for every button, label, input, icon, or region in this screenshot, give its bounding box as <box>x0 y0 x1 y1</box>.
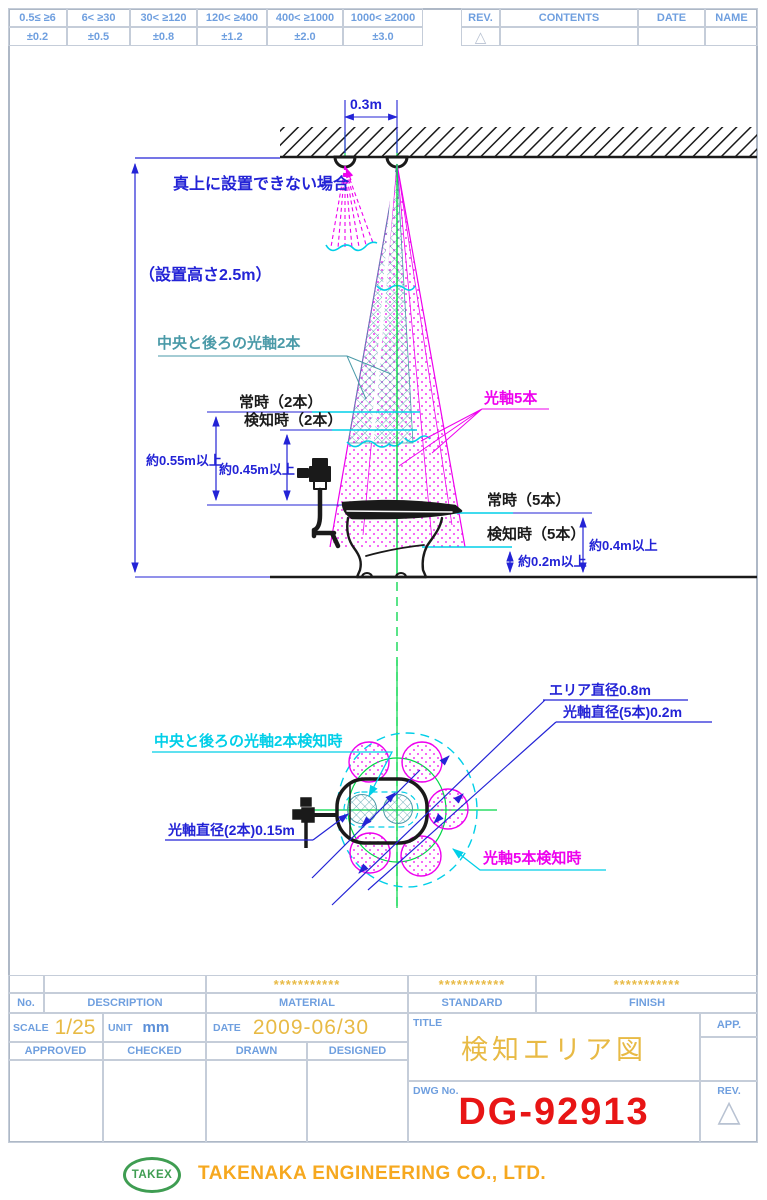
unit-value: mm <box>142 1019 170 1036</box>
dim-045-label: 約0.45m以上 <box>219 462 295 477</box>
standard-header: STANDARD <box>408 993 536 1013</box>
vertical-dimensions <box>131 162 587 574</box>
dim-055-label: 約0.55m以上 <box>146 453 222 468</box>
drawn-sign-cell <box>206 1060 307 1143</box>
center-rear-detect-label: 中央と後ろの光軸2本検知時 <box>154 733 343 750</box>
date-label: DATE <box>213 1021 241 1034</box>
description-header: DESCRIPTION <box>44 993 206 1013</box>
scale-cell: SCALE 1/25 <box>8 1013 103 1042</box>
dwg-cell: DWG No. DG-92913 <box>408 1081 700 1143</box>
tolerance-range: 30< ≥120 <box>130 8 197 27</box>
company-name: TAKENAKA ENGINEERING CO., LTD. <box>198 1163 547 1184</box>
normal-5-label: 常時（5本） <box>487 492 571 509</box>
leader-lines-side <box>158 355 549 467</box>
detection-cone <box>329 163 466 577</box>
no-value-cell <box>8 975 44 993</box>
dwg-number: DG-92913 <box>458 1090 650 1133</box>
fan-break-line <box>325 241 378 252</box>
no-header: No. <box>8 993 44 1013</box>
axis2-diameter-label: 光軸直径(2本)0.15m <box>168 822 295 838</box>
checked-header: CHECKED <box>103 1042 206 1060</box>
rev-triangle-symbol: △ <box>461 27 500 46</box>
date-header: DATE <box>638 8 705 27</box>
detect-2-label: 検知時（2本） <box>244 412 343 429</box>
app-sign-cell <box>700 1037 758 1081</box>
material-header: MATERIAL <box>206 993 408 1013</box>
standard-value: *********** <box>408 975 536 993</box>
contents-header: CONTENTS <box>500 8 638 27</box>
tolerance-value: ±2.0 <box>267 27 343 46</box>
approved-sign-cell <box>8 1060 103 1143</box>
axis5-diameter-label: 光軸直径(5本)0.2m <box>563 704 683 720</box>
five-beams-label: 光軸5本 <box>484 390 538 407</box>
date-value: 2009-06/30 <box>252 1015 370 1039</box>
unit-label: UNIT <box>108 1021 133 1034</box>
unit-cell: UNIT mm <box>103 1013 206 1042</box>
name-cell <box>705 27 758 46</box>
contents-cell <box>500 27 638 46</box>
tolerance-value: ±0.8 <box>130 27 197 46</box>
fan-direction-arrow <box>345 167 354 181</box>
description-value-cell <box>44 975 206 993</box>
tolerance-range: 0.5≤ ≥6 <box>8 8 67 27</box>
center-rear-beams-label: 中央と後ろの光軸2本 <box>157 335 301 352</box>
tolerance-value: ±0.2 <box>8 27 67 46</box>
area-diameter-label: エリア直径0.8m <box>549 682 651 698</box>
title-label: TITLE <box>413 1017 443 1029</box>
drawn-header: DRAWN <box>206 1042 307 1060</box>
rev-triangle: △ <box>717 1095 741 1128</box>
material-value: *********** <box>206 975 408 993</box>
tolerance-range: 1000< ≥2000 <box>343 8 423 27</box>
sensor-icons <box>333 155 409 169</box>
takex-logo-text: TAKEX <box>131 1169 173 1181</box>
finish-value: *********** <box>536 975 758 993</box>
title-cell: TITLE 検知エリア図 <box>408 1013 700 1081</box>
takex-logo: TAKEX <box>123 1157 181 1193</box>
rev-header: REV. <box>461 8 500 27</box>
tolerance-value: ±3.0 <box>343 27 423 46</box>
checked-sign-cell <box>103 1060 206 1143</box>
approved-header: APPROVED <box>8 1042 103 1060</box>
scale-value: 1/25 <box>54 1015 96 1039</box>
tolerance-range: 400< ≥1000 <box>267 8 343 27</box>
toilet-side-view <box>297 458 463 579</box>
dim-0-3m <box>344 100 398 153</box>
dim-04-label: 約0.4m以上 <box>589 538 658 553</box>
rev-label: REV. <box>717 1085 741 1097</box>
designed-header: DESIGNED <box>307 1042 408 1060</box>
tolerance-value: ±1.2 <box>197 27 267 46</box>
rev-cell: REV. △ <box>700 1081 758 1143</box>
name-header: NAME <box>705 8 758 27</box>
detect-5-label: 検知時（5本） <box>487 526 586 543</box>
top-view <box>152 660 712 908</box>
normal-2-label: 常時（2本） <box>239 394 323 411</box>
dim-offset-label: 0.3m <box>350 96 382 112</box>
date-cell <box>638 27 705 46</box>
five-beam-detect-label: 光軸5本検知時 <box>483 850 582 867</box>
drawing-title: 検知エリア図 <box>461 1034 647 1065</box>
tolerance-range: 120< ≥400 <box>197 8 267 27</box>
dim-02-label: 約0.2m以上 <box>518 554 587 569</box>
designed-sign-cell <box>307 1060 408 1143</box>
dwg-label: DWG No. <box>413 1085 459 1097</box>
finish-header: FINISH <box>536 993 758 1013</box>
date-cell-block: DATE 2009-06/30 <box>206 1013 408 1042</box>
tolerance-range: 6< ≥30 <box>67 8 130 27</box>
scale-label: SCALE <box>13 1021 49 1034</box>
note-cannot-install-above: 真上に設置できない場合 <box>173 176 350 193</box>
ceiling-hatch <box>135 127 757 159</box>
tolerance-value: ±0.5 <box>67 27 130 46</box>
mount-height-label: （設置高さ2.5m） <box>139 267 272 284</box>
app-header: APP. <box>700 1013 758 1037</box>
